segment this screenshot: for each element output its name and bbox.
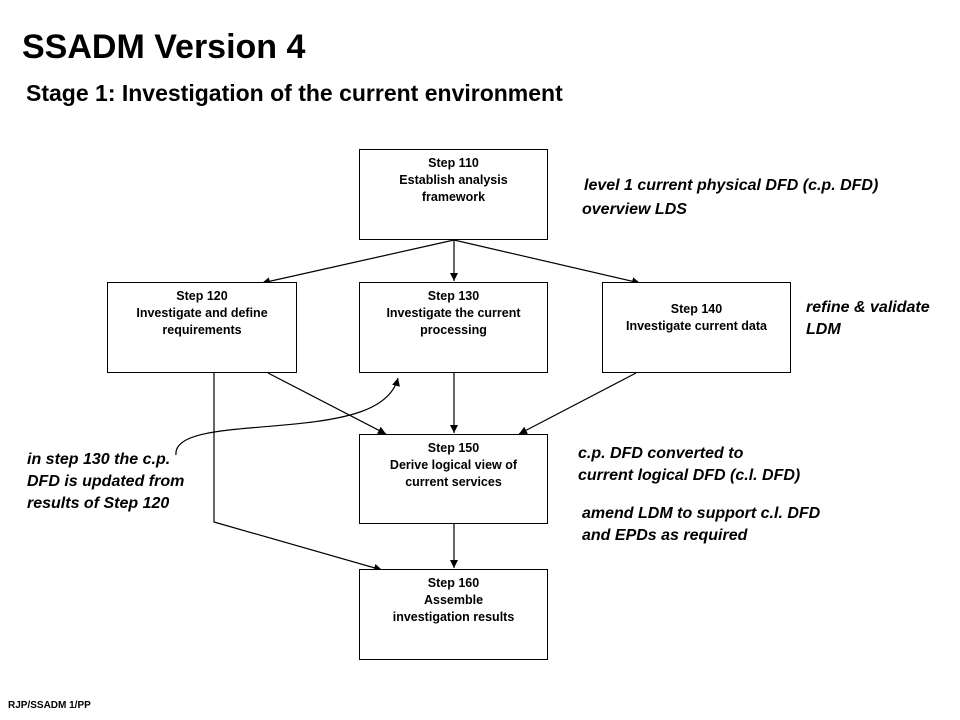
note-step-150-conversion: c.p. DFD converted to current logical DF…: [578, 443, 800, 487]
note-step-150-line1: c.p. DFD converted to: [578, 445, 744, 462]
step-140-number: Step 140: [670, 302, 723, 316]
note-step-150-line3: amend LDM to support c.l. DFD: [582, 505, 821, 522]
step-130-box: Step 130 Investigate the current process…: [359, 282, 548, 373]
note-step-150-ldm: amend LDM to support c.l. DFD and EPDs a…: [582, 503, 820, 547]
arrow-110-to-140: [453, 239, 641, 286]
step-120-title-line1: Investigate and define: [136, 306, 268, 320]
step-160-title-line2: investigation results: [392, 610, 515, 624]
note-step-110: level 1 current physical DFD (c.p. DFD) …: [582, 175, 878, 221]
note-step-130-update: in step 130 the c.p. DFD is updated from…: [27, 449, 184, 515]
note-step-110-line1: level 1 current physical DFD (c.p. DFD): [584, 177, 879, 194]
step-110-title-line1: Establish analysis: [399, 173, 508, 187]
step-110-title-line2: framework: [421, 190, 486, 204]
step-110-number: Step 110: [428, 156, 479, 170]
step-130-number: Step 130: [427, 289, 480, 303]
arrow-note-to-130: [175, 377, 400, 456]
step-130-title-line2: processing: [420, 323, 487, 337]
arrow-120-to-160: [213, 373, 383, 572]
step-120-number: Step 120: [176, 289, 228, 303]
arrow-120-to-150: [267, 372, 387, 435]
footer-reference: RJP/SSADM 1/PP: [8, 700, 91, 711]
step-140-box: Step 140 Investigate current data: [602, 282, 791, 373]
note-step-140: refine & validate LDM: [806, 297, 930, 341]
step-140-title-line1: Investigate current data: [625, 319, 767, 333]
note-step-150-line4: and EPDs as required: [582, 527, 748, 544]
step-120-title-line2: requirements: [162, 323, 242, 337]
step-150-number: Step 150: [427, 441, 480, 455]
arrow-110-to-120: [261, 239, 455, 286]
arrow-140-to-150: [518, 372, 637, 435]
note-step-110-line2: overview LDS: [582, 201, 687, 218]
step-160-title-line1: Assemble: [423, 593, 484, 607]
note-step-130-line3: results of Step 120: [27, 495, 170, 512]
step-160-box: Step 160 Assemble investigation results: [359, 569, 548, 660]
page-subtitle: Stage 1: Investigation of the current en…: [26, 80, 563, 106]
note-step-130-line1: in step 130 the c.p.: [27, 451, 171, 468]
step-150-title-line2: current services: [405, 475, 502, 489]
note-step-140-line2: LDM: [806, 321, 841, 338]
step-110-box: Step 110 Establish analysis framework: [359, 149, 548, 240]
step-120-box: Step 120 Investigate and define requirem…: [107, 282, 297, 373]
step-130-title-line1: Investigate the current: [386, 306, 521, 320]
page-title: SSADM Version 4: [22, 28, 306, 66]
note-step-140-line1: refine & validate: [806, 299, 930, 316]
step-150-title-line1: Derive logical view of: [389, 458, 518, 472]
step-160-number: Step 160: [427, 576, 480, 590]
step-150-box: Step 150 Derive logical view of current …: [359, 434, 548, 524]
note-step-150-line2: current logical DFD (c.l. DFD): [578, 467, 801, 484]
note-step-130-line2: DFD is updated from: [27, 473, 185, 490]
